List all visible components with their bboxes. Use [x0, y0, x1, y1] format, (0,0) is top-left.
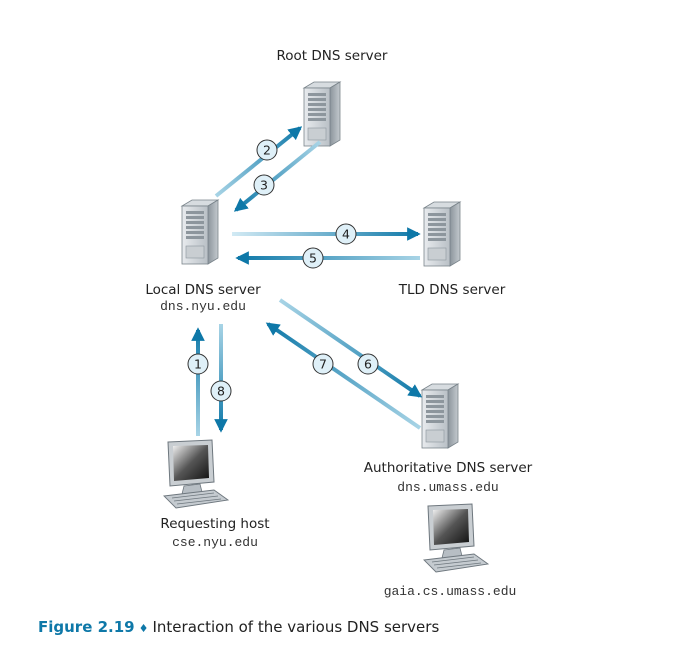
local-server-icon — [181, 199, 219, 265]
gaia-host-computer-icon — [423, 503, 489, 573]
arrow-step-7 — [265, 322, 422, 430]
step-badge-5 — [302, 247, 324, 269]
step-number-8: 8 — [217, 384, 225, 399]
requesting-host-label: Requesting host — [160, 516, 270, 532]
step-badge-3 — [253, 174, 275, 196]
step-number-7: 7 — [319, 357, 327, 372]
step-number-4: 4 — [342, 227, 350, 242]
authoritative-server-hostname: dns.umass.edu — [397, 480, 499, 495]
local-server-label: Local DNS server — [145, 282, 261, 298]
arrow-step-2 — [214, 126, 303, 198]
arrow-step-6 — [278, 298, 423, 398]
figure-caption: Figure 2.19♦Interaction of the various D… — [38, 618, 439, 636]
separator-diamond-icon: ♦ — [138, 622, 149, 635]
authoritative-server-icon — [421, 383, 459, 449]
tld-server-label: TLD DNS server — [398, 282, 506, 298]
arrow-step-3 — [233, 140, 322, 212]
figure-number: Figure 2.19 — [38, 618, 135, 636]
target-host-hostname: gaia.cs.umass.edu — [383, 584, 517, 599]
step-badge-1 — [187, 353, 209, 375]
step-badge-2 — [256, 139, 278, 161]
caption-text: Interaction of the various DNS servers — [152, 618, 440, 636]
step-badge-4 — [335, 223, 357, 245]
step-number-2: 2 — [263, 143, 271, 158]
step-badge-8 — [210, 380, 232, 402]
step-number-5: 5 — [309, 251, 317, 266]
step-number-6: 6 — [364, 357, 372, 372]
authoritative-server-label: Authoritative DNS server — [363, 460, 533, 476]
requesting-host-computer-icon — [163, 439, 229, 509]
step-badge-7 — [312, 353, 334, 375]
tld-server-icon — [423, 201, 461, 267]
local-server-hostname: dns.nyu.edu — [160, 299, 246, 314]
step-number-3: 3 — [260, 178, 268, 193]
root-server-label: Root DNS server — [276, 48, 388, 64]
step-number-1: 1 — [194, 357, 202, 372]
step-badge-6 — [357, 353, 379, 375]
requesting-host-hostname: cse.nyu.edu — [172, 535, 258, 550]
root-server-icon — [303, 81, 341, 147]
